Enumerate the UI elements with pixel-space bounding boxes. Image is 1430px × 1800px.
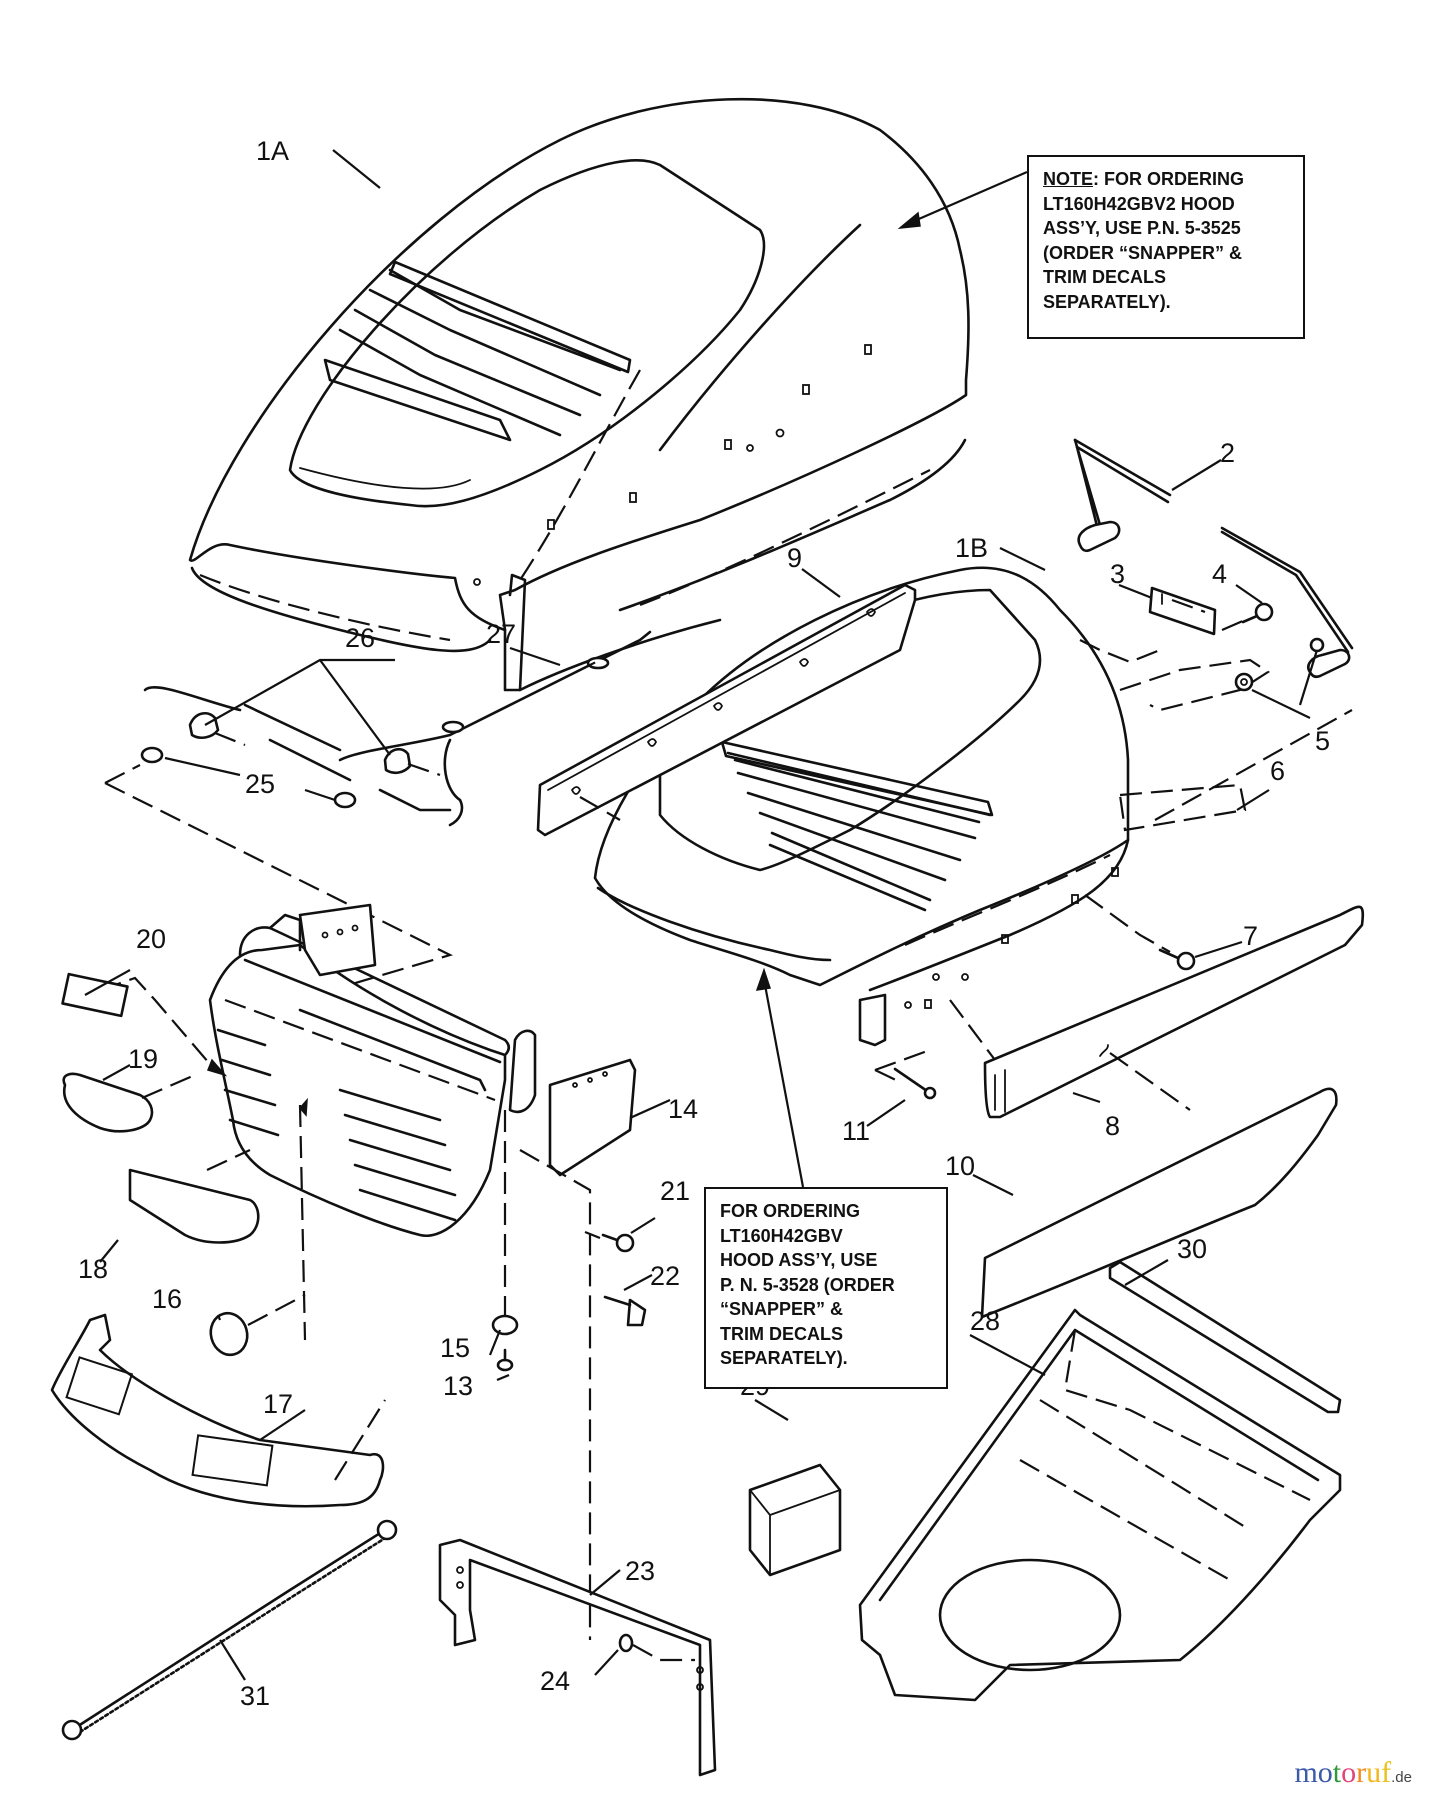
note-line: TRIM DECALS (1043, 267, 1166, 287)
watermark-letter: t (1332, 1756, 1342, 1789)
note-line: HOOD ASS’Y, USE (720, 1250, 878, 1270)
part-29-foam-block[interactable] (748, 1463, 842, 1577)
callout-23: 23 (625, 1556, 655, 1586)
watermark-letter: u (1366, 1756, 1382, 1789)
callout-13: 13 (443, 1371, 473, 1401)
part-16-cap[interactable] (206, 1309, 252, 1359)
callout-21: 21 (660, 1176, 690, 1206)
note-line: “SNAPPER” & (720, 1299, 844, 1319)
part-11-pin[interactable] (893, 1067, 937, 1100)
watermark-letter: r (1356, 1756, 1367, 1789)
note-line: P. N. 5-3528 (ORDER (720, 1274, 895, 1295)
part-15-clip[interactable] (491, 1314, 519, 1336)
part-28-tray[interactable] (858, 1308, 1342, 1702)
part-2-prop-rod[interactable] (1073, 438, 1354, 679)
callout-17: 17 (263, 1389, 293, 1419)
note-line: TRIM DECALS (720, 1323, 843, 1344)
part-23-bracket[interactable] (438, 1538, 717, 1777)
watermark-letter: o (1317, 1756, 1333, 1789)
watermark-logo: motoruf.de (1294, 1756, 1412, 1790)
part-7-fastener[interactable] (1158, 948, 1196, 971)
note-prefix: NOTE (1043, 169, 1094, 189)
callout-4: 4 (1212, 559, 1227, 589)
part-21-bolt[interactable] (601, 1233, 635, 1253)
vent-slots-1b (720, 740, 994, 912)
note-box-lt160h42gbv2: NOTE: FOR ORDERING LT160H42GBV2 HOOD ASS… (1027, 155, 1305, 339)
callout-11: 11 (842, 1116, 870, 1146)
vent-slots (323, 260, 632, 442)
part-13-screw[interactable] (496, 1348, 514, 1372)
callout-16: 16 (152, 1284, 182, 1314)
watermark-letter: o (1341, 1756, 1357, 1789)
note-box-lt160h42gbv: FOR ORDERING LT160H42GBV HOOD ASS’Y, USE… (704, 1187, 948, 1389)
part-10-decal-strip[interactable] (980, 1087, 1338, 1319)
part-1a-hood[interactable] (188, 97, 970, 692)
callout-leaders (84, 149, 1319, 1681)
part-19-lens[interactable] (62, 1072, 154, 1133)
callout-25: 25 (245, 769, 275, 799)
note-line: : FOR ORDERING (1093, 169, 1245, 189)
part-22-bolt[interactable] (603, 1295, 647, 1327)
callout-30: 30 (1177, 1234, 1207, 1264)
note-line: (ORDER “SNAPPER” & (1043, 242, 1243, 263)
callout-10: 10 (945, 1151, 975, 1181)
decal-pattern (65, 1356, 274, 1487)
callout-31: 31 (240, 1681, 270, 1711)
part-31-cable[interactable] (61, 1519, 398, 1741)
callout-15: 15 (440, 1333, 470, 1363)
part-6-decal[interactable] (1118, 783, 1247, 832)
watermark-letter: m (1294, 1756, 1318, 1789)
callout-5: 5 (1315, 726, 1330, 756)
note-line: SEPARATELY). (1043, 291, 1171, 312)
callout-6: 6 (1270, 756, 1285, 786)
part-17-bumper[interactable] (50, 1313, 385, 1508)
part-27-wire-harness[interactable] (143, 630, 652, 827)
part-26-light-socket[interactable] (188, 711, 412, 775)
note-line: LT160H42GBV (720, 1225, 843, 1246)
callout-1a: 1A (256, 136, 289, 166)
callout-2: 2 (1220, 438, 1235, 468)
note-line: FOR ORDERING (720, 1201, 861, 1221)
note-line: SEPARATELY). (720, 1348, 848, 1368)
note-line: LT160H42GBV2 HOOD (1043, 193, 1235, 214)
part-30-foam-strip[interactable] (1108, 1260, 1342, 1414)
callout-27: 27 (486, 619, 516, 649)
callout-18: 18 (78, 1254, 108, 1284)
part-18-lens[interactable] (128, 1168, 260, 1244)
part-5-nut[interactable] (1234, 637, 1325, 692)
callout-19: 19 (128, 1044, 158, 1074)
note-line: ASS’Y, USE P.N. 5-3525 (1043, 218, 1241, 238)
part-3-plate[interactable] (1148, 586, 1217, 636)
callout-14: 14 (668, 1094, 698, 1124)
callout-26: 26 (345, 623, 375, 653)
watermark-letter: f (1381, 1756, 1392, 1789)
part-9-trim-strip[interactable] (536, 583, 917, 837)
callout-1b: 1B (955, 533, 988, 563)
callout-28: 28 (970, 1306, 1000, 1336)
part-8-bar[interactable] (983, 905, 1365, 1119)
callout-9: 9 (787, 543, 802, 573)
callout-3: 3 (1110, 559, 1125, 589)
callout-8: 8 (1105, 1111, 1120, 1141)
part-4-screw[interactable] (1241, 602, 1274, 624)
part-24-washer[interactable] (618, 1633, 634, 1653)
watermark-suffix: .de (1391, 1769, 1412, 1786)
callout-7: 7 (1243, 921, 1258, 951)
part-20-badge[interactable] (61, 972, 129, 1018)
callout-24: 24 (540, 1666, 570, 1696)
part-grille[interactable] (208, 903, 637, 1238)
callout-22: 22 (650, 1261, 680, 1291)
callout-20: 20 (136, 924, 166, 954)
